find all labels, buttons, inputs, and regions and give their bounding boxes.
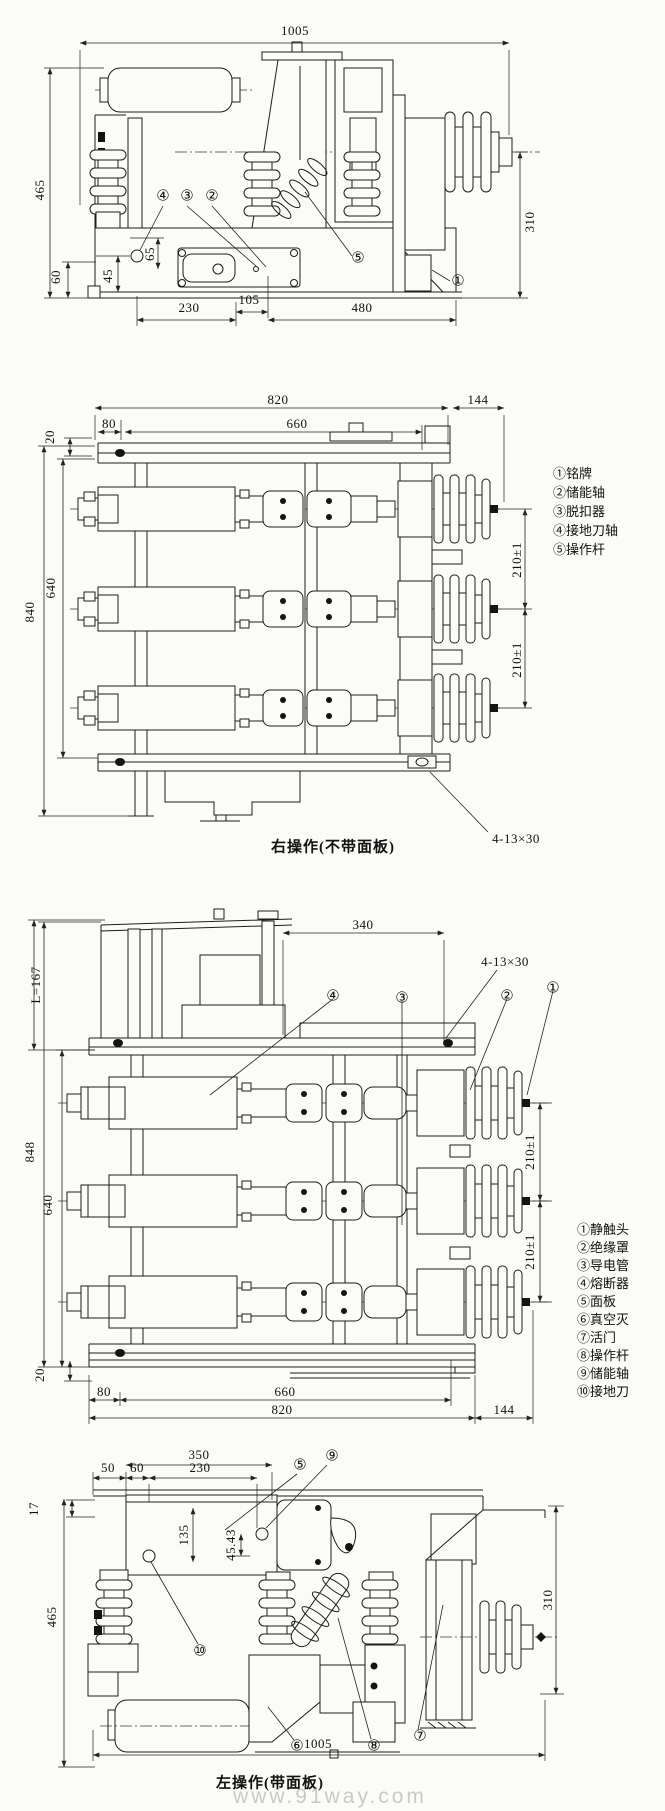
dim-144: 144 xyxy=(493,1402,515,1417)
dim-L167: L=167 xyxy=(28,966,43,1004)
callout-8: ⑧ xyxy=(367,1738,381,1755)
legend-item: ⑤面板 xyxy=(577,1294,617,1309)
dim-20: 20 xyxy=(32,1368,47,1382)
view2-caption: 右操作(不带面板) xyxy=(271,839,395,856)
legend-item: ⑦活门 xyxy=(577,1330,617,1345)
dim-820: 820 xyxy=(267,392,289,407)
dim-80: 80 xyxy=(97,1384,111,1399)
callout-2: ② xyxy=(500,988,514,1005)
dim-340: 340 xyxy=(352,917,374,932)
dim-210b: 210±1 xyxy=(522,1234,537,1270)
dim-350: 350 xyxy=(188,1447,210,1462)
dim-210b: 210±1 xyxy=(509,642,524,678)
dim-848: 848 xyxy=(22,1141,37,1163)
dim-144: 144 xyxy=(467,392,489,407)
dim-310: 310 xyxy=(522,211,537,233)
callout-5: ⑤ xyxy=(293,1457,307,1474)
legend-item: ⑤操作杆 xyxy=(553,542,606,557)
view3-drawing xyxy=(28,908,554,1424)
callout-2: ② xyxy=(205,188,219,205)
legend-item: ①静触头 xyxy=(577,1222,630,1237)
dim-640: 640 xyxy=(40,1194,55,1216)
legend-item: ③导电管 xyxy=(577,1258,630,1273)
callout-4: ④ xyxy=(156,188,170,205)
note-4-13x30: 4-13×30 xyxy=(492,831,540,846)
dim-210a: 210±1 xyxy=(509,542,524,578)
dim-135: 135 xyxy=(176,1524,191,1546)
dim-1005: 1005 xyxy=(281,23,309,38)
callout-7: ⑦ xyxy=(413,1728,427,1745)
dim-640: 640 xyxy=(43,577,58,599)
dim-45-43: 45.43 xyxy=(223,1529,238,1561)
dim-480: 480 xyxy=(351,300,373,315)
dim-45: 45 xyxy=(100,269,115,283)
legend-item: ⑥真空灭 xyxy=(577,1312,630,1327)
view4-caption: 左操作(带面板) xyxy=(216,1775,324,1792)
legend-item: ④接地刀轴 xyxy=(553,523,619,538)
legend-item: ②储能轴 xyxy=(553,485,606,500)
dim-660: 660 xyxy=(274,1384,296,1399)
legend-item: ⑩接地刀 xyxy=(577,1384,630,1399)
callout-4: ④ xyxy=(326,988,340,1005)
dim-1005: 1005 xyxy=(304,1736,332,1751)
dim-310: 310 xyxy=(540,1589,555,1611)
legend-item: ⑧操作杆 xyxy=(577,1348,630,1363)
callout-6: ⑥ xyxy=(290,1738,304,1755)
dim-80: 80 xyxy=(102,416,116,431)
callout-1: ① xyxy=(451,273,465,290)
dim-230: 230 xyxy=(189,1460,211,1475)
callout-3: ③ xyxy=(180,188,194,205)
legend-item: ⑨储能轴 xyxy=(577,1366,630,1381)
dim-65: 65 xyxy=(142,247,157,261)
dim-20: 20 xyxy=(42,430,57,444)
legend-item: ①铭牌 xyxy=(553,466,593,481)
dim-840: 840 xyxy=(22,601,37,623)
dim-230: 230 xyxy=(178,300,200,315)
dim-105: 105 xyxy=(238,292,260,307)
view2-drawing xyxy=(38,405,532,833)
callout-1: ① xyxy=(546,980,560,997)
dim-210a: 210±1 xyxy=(522,1134,537,1170)
dim-60: 60 xyxy=(48,270,63,284)
callout-9: ⑨ xyxy=(325,1448,339,1465)
view1-drawing xyxy=(44,40,540,326)
view4-drawing xyxy=(58,1462,564,1768)
dim-50: 50 xyxy=(101,1460,115,1475)
dim-17: 17 xyxy=(26,1502,41,1516)
dim-60: 60 xyxy=(130,1460,144,1475)
dim-465: 465 xyxy=(44,1606,59,1628)
legend-item: ④熔断器 xyxy=(577,1276,630,1291)
legend-item: ②绝缘罩 xyxy=(577,1240,630,1255)
note-4-13x30: 4-13×30 xyxy=(481,954,529,969)
callout-3: ③ xyxy=(395,990,409,1007)
legend-item: ③脱扣器 xyxy=(553,504,606,519)
dim-820: 820 xyxy=(271,1402,293,1417)
callout-10: ⑩ xyxy=(193,1643,207,1660)
watermark: www.91way.com xyxy=(233,1785,427,1808)
callout-5: ⑤ xyxy=(351,250,365,267)
dim-660: 660 xyxy=(286,416,308,431)
dim-465: 465 xyxy=(32,179,47,201)
